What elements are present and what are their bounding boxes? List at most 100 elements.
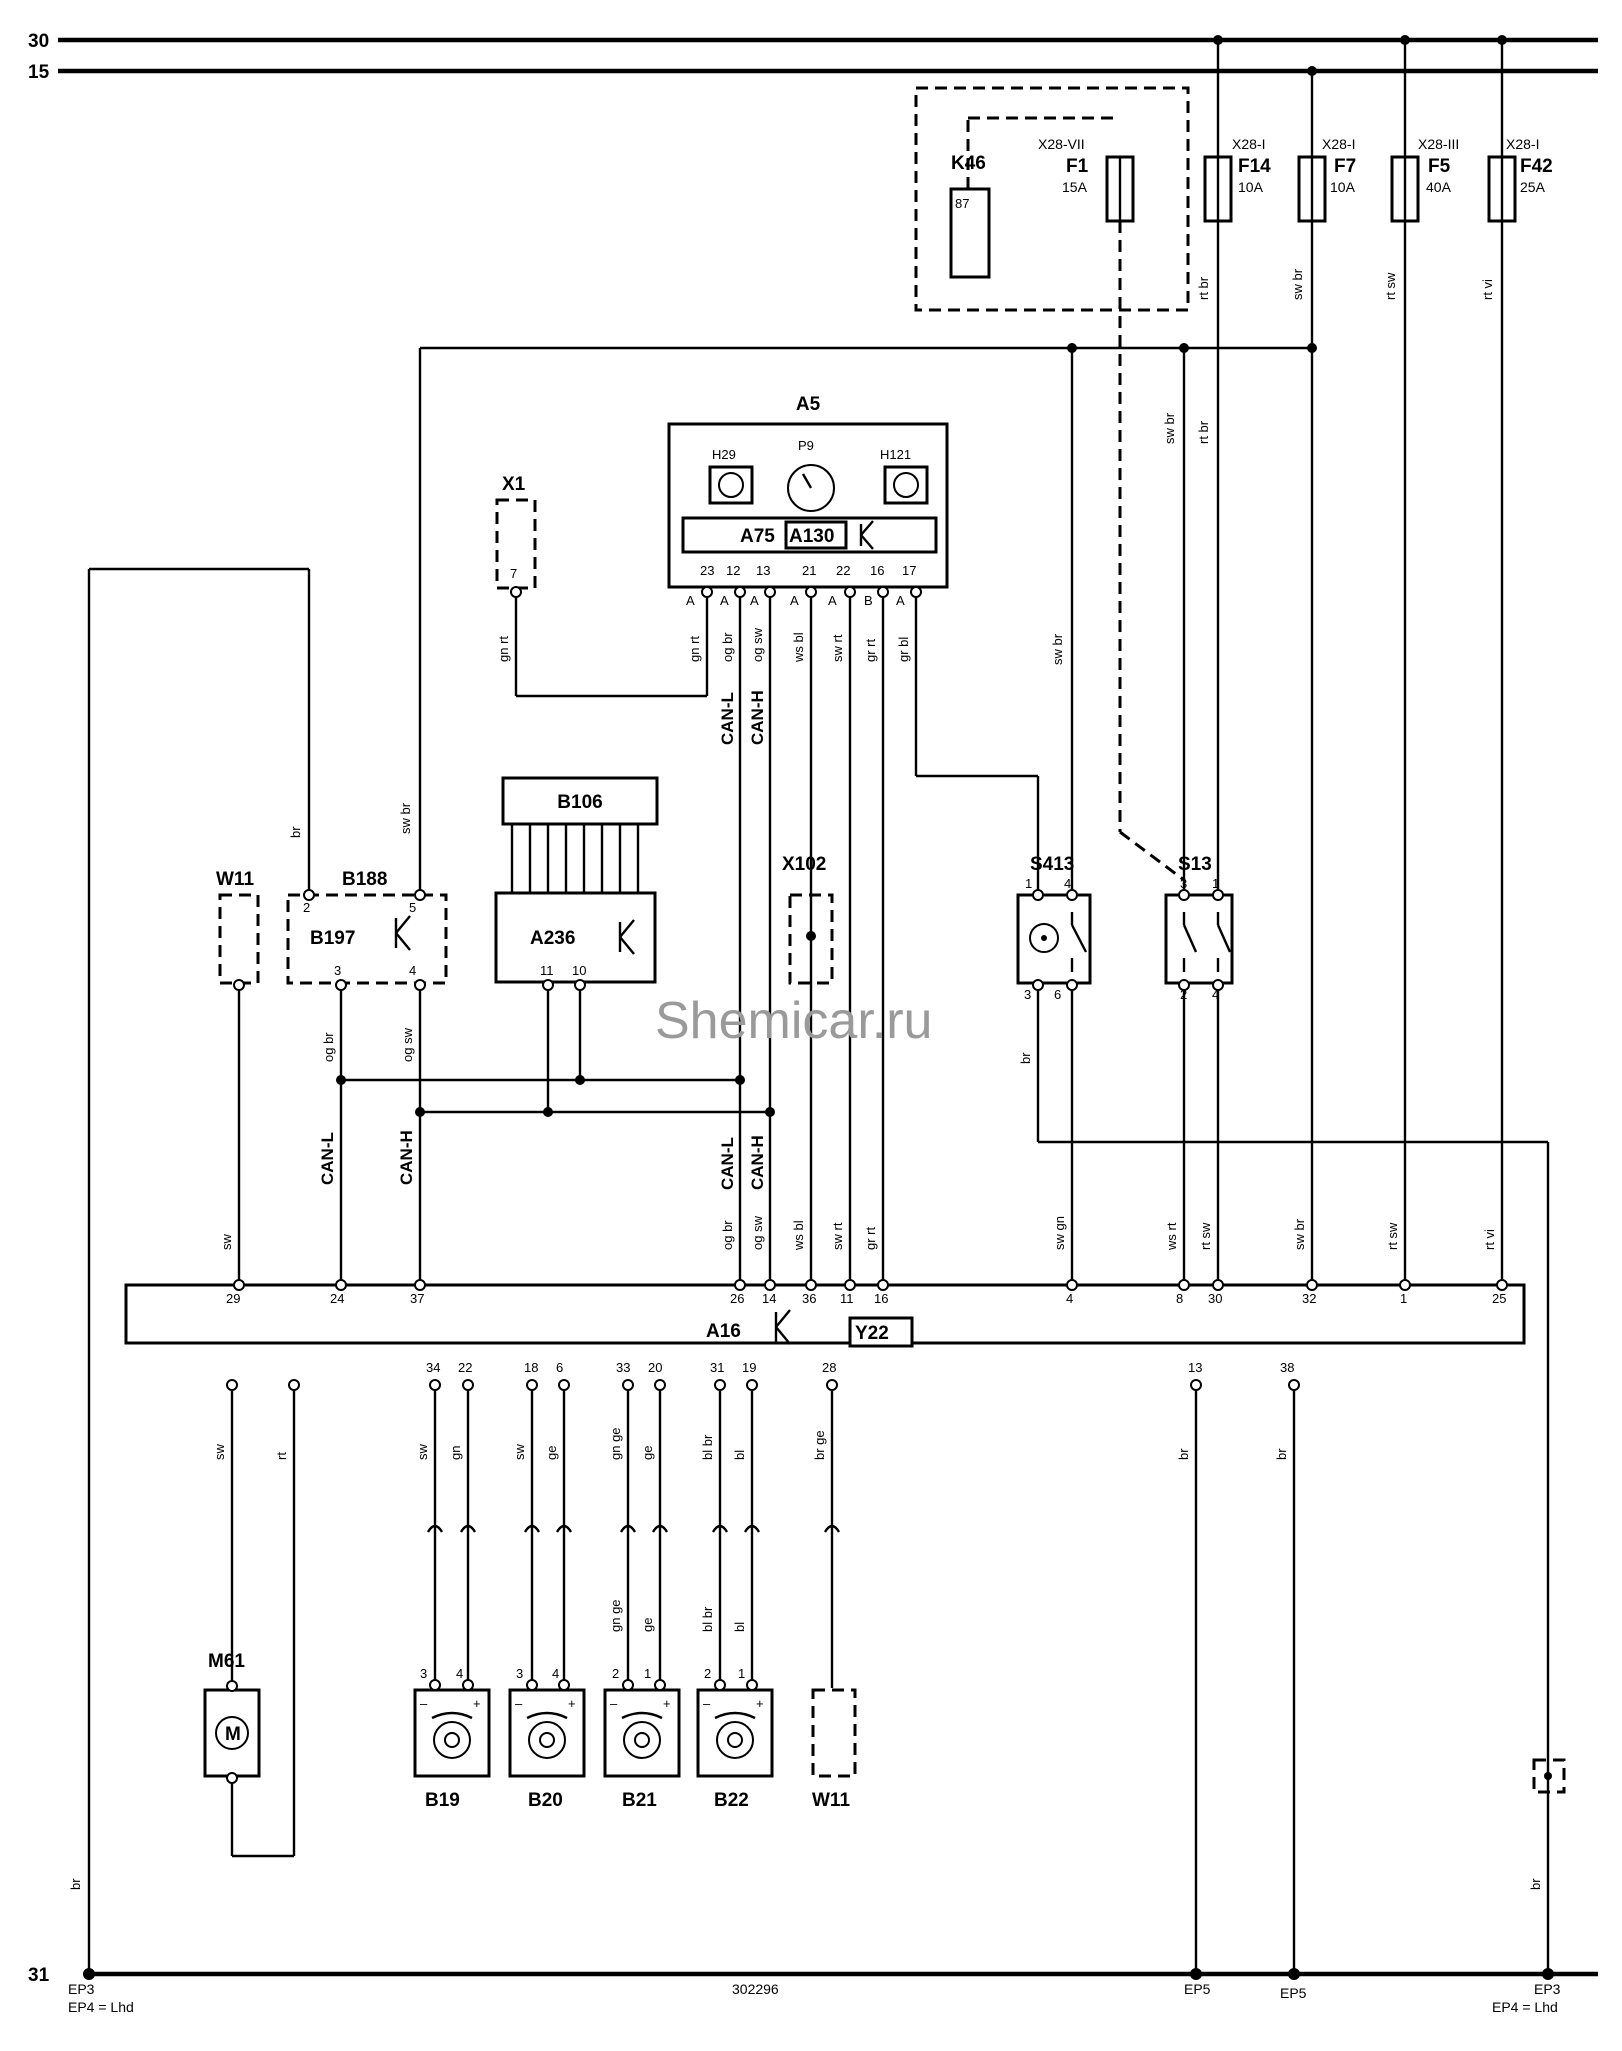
fuse-box-frame xyxy=(914,86,1190,312)
svg-text:37: 37 xyxy=(410,1291,424,1306)
ground-ep3-right: EP3 xyxy=(1534,1981,1561,1997)
svg-text:34: 34 xyxy=(426,1360,440,1375)
switch-s13 xyxy=(1164,893,1234,985)
svg-text:og br: og br xyxy=(321,1032,336,1062)
svg-text:Y22: Y22 xyxy=(855,1323,889,1344)
svg-text:3: 3 xyxy=(516,1666,523,1681)
ground-ep4-left: EP4 = Lhd xyxy=(68,1999,134,2015)
svg-text:og sw: og sw xyxy=(400,1027,415,1062)
svg-text:H29: H29 xyxy=(712,447,736,462)
svg-text:28: 28 xyxy=(822,1360,836,1375)
svg-text:32: 32 xyxy=(1302,1291,1316,1306)
a130-module xyxy=(784,520,848,550)
svg-text:24: 24 xyxy=(330,1291,344,1306)
watermark: Shemicar.ru xyxy=(655,992,932,1050)
svg-text:CAN-H: CAN-H xyxy=(397,1130,416,1185)
module-a16 xyxy=(124,1283,1526,1345)
svg-text:H121: H121 xyxy=(880,447,911,462)
svg-text:X28-III: X28-III xyxy=(1418,136,1459,152)
bus-30-label: 30 xyxy=(28,31,49,52)
svg-text:23: 23 xyxy=(700,563,714,578)
b106-leads xyxy=(510,824,640,895)
svg-text:A75: A75 xyxy=(740,526,775,547)
svg-text:F7: F7 xyxy=(1334,156,1356,177)
inline-connectors xyxy=(426,1524,841,1533)
svg-text:rt sw: rt sw xyxy=(1385,1222,1400,1250)
svg-text:7: 7 xyxy=(510,566,517,581)
svg-text:rt br: rt br xyxy=(1196,276,1211,300)
svg-text:og br: og br xyxy=(720,632,735,662)
svg-text:38: 38 xyxy=(1280,1360,1294,1375)
svg-text:gn rt: gn rt xyxy=(687,636,702,662)
svg-text:CAN-H: CAN-H xyxy=(748,690,767,745)
ground-ep5-a: EP5 xyxy=(1184,1981,1211,1997)
svg-text:F1: F1 xyxy=(1066,156,1089,177)
svg-text:11: 11 xyxy=(840,1291,854,1306)
svg-text:16: 16 xyxy=(874,1291,888,1306)
svg-text:br: br xyxy=(1176,1448,1191,1460)
k46-label: K46 xyxy=(951,153,986,174)
svg-text:6: 6 xyxy=(1054,987,1061,1002)
ground-ep3-left: EP3 xyxy=(68,1981,95,1997)
svg-text:sw br: sw br xyxy=(1050,633,1065,665)
svg-text:+: + xyxy=(568,1696,576,1711)
svg-text:CAN-L: CAN-L xyxy=(718,692,737,745)
svg-text:gn ge: gn ge xyxy=(608,1427,623,1460)
svg-text:13: 13 xyxy=(756,563,770,578)
svg-text:ws rt: ws rt xyxy=(1164,1222,1179,1251)
svg-text:22: 22 xyxy=(458,1360,472,1375)
svg-text:sw br: sw br xyxy=(1290,268,1305,300)
svg-text:5: 5 xyxy=(409,900,416,915)
svg-text:4: 4 xyxy=(1212,987,1219,1002)
svg-text:17: 17 xyxy=(902,563,916,578)
svg-text:4: 4 xyxy=(1064,876,1071,891)
svg-text:ws bl: ws bl xyxy=(791,1220,806,1251)
svg-text:bl br: bl br xyxy=(700,1434,715,1460)
svg-text:2: 2 xyxy=(612,1666,619,1681)
svg-text:21: 21 xyxy=(802,563,816,578)
svg-text:M: M xyxy=(225,1724,241,1745)
svg-text:og sw: og sw xyxy=(750,627,765,662)
svg-text:P9: P9 xyxy=(798,438,814,453)
svg-text:sw gn: sw gn xyxy=(1052,1216,1067,1250)
module-a236 xyxy=(494,891,657,984)
svg-text:4: 4 xyxy=(456,1666,463,1681)
svg-text:CAN-L: CAN-L xyxy=(318,1132,337,1185)
svg-text:S413: S413 xyxy=(1030,854,1074,875)
svg-text:13: 13 xyxy=(1188,1360,1202,1375)
a16-top-pins: 29 24 37 26 14 36 11 16 4 8 30 32 1 25 xyxy=(226,1291,1506,1306)
svg-text:A130: A130 xyxy=(789,526,834,547)
svg-text:B22: B22 xyxy=(714,1790,749,1811)
sensor-b106 xyxy=(501,776,659,826)
svg-text:gn ge: gn ge xyxy=(608,1599,623,1632)
fuse-f1: X28-VII F1 15A xyxy=(1038,136,1135,223)
svg-text:40A: 40A xyxy=(1426,179,1452,195)
svg-text:sw br: sw br xyxy=(398,802,413,834)
svg-text:rt br: rt br xyxy=(1196,420,1211,444)
svg-text:rt sw: rt sw xyxy=(1198,1222,1213,1250)
fuse-f5: X28-III F5 40A xyxy=(1390,136,1459,223)
svg-text:M61: M61 xyxy=(208,1651,245,1672)
svg-text:gn: gn xyxy=(448,1446,463,1460)
svg-text:F5: F5 xyxy=(1428,156,1451,177)
svg-text:CAN-L: CAN-L xyxy=(718,1137,737,1190)
svg-text:og br: og br xyxy=(720,1220,735,1250)
svg-text:B19: B19 xyxy=(425,1790,460,1811)
svg-text:2: 2 xyxy=(303,900,310,915)
svg-text:sw: sw xyxy=(415,1444,430,1461)
svg-text:br: br xyxy=(68,1878,83,1890)
svg-text:+: + xyxy=(663,1696,671,1711)
svg-text:36: 36 xyxy=(802,1291,816,1306)
connector-x102 xyxy=(788,893,834,985)
svg-text:11: 11 xyxy=(540,963,554,978)
svg-text:3: 3 xyxy=(1180,876,1187,891)
svg-text:ge: ge xyxy=(544,1446,559,1460)
svg-text:br ge: br ge xyxy=(812,1430,827,1460)
svg-text:br: br xyxy=(1528,1878,1543,1890)
svg-text:W11: W11 xyxy=(812,1790,850,1811)
bus-31-label: 31 xyxy=(28,1965,50,1986)
